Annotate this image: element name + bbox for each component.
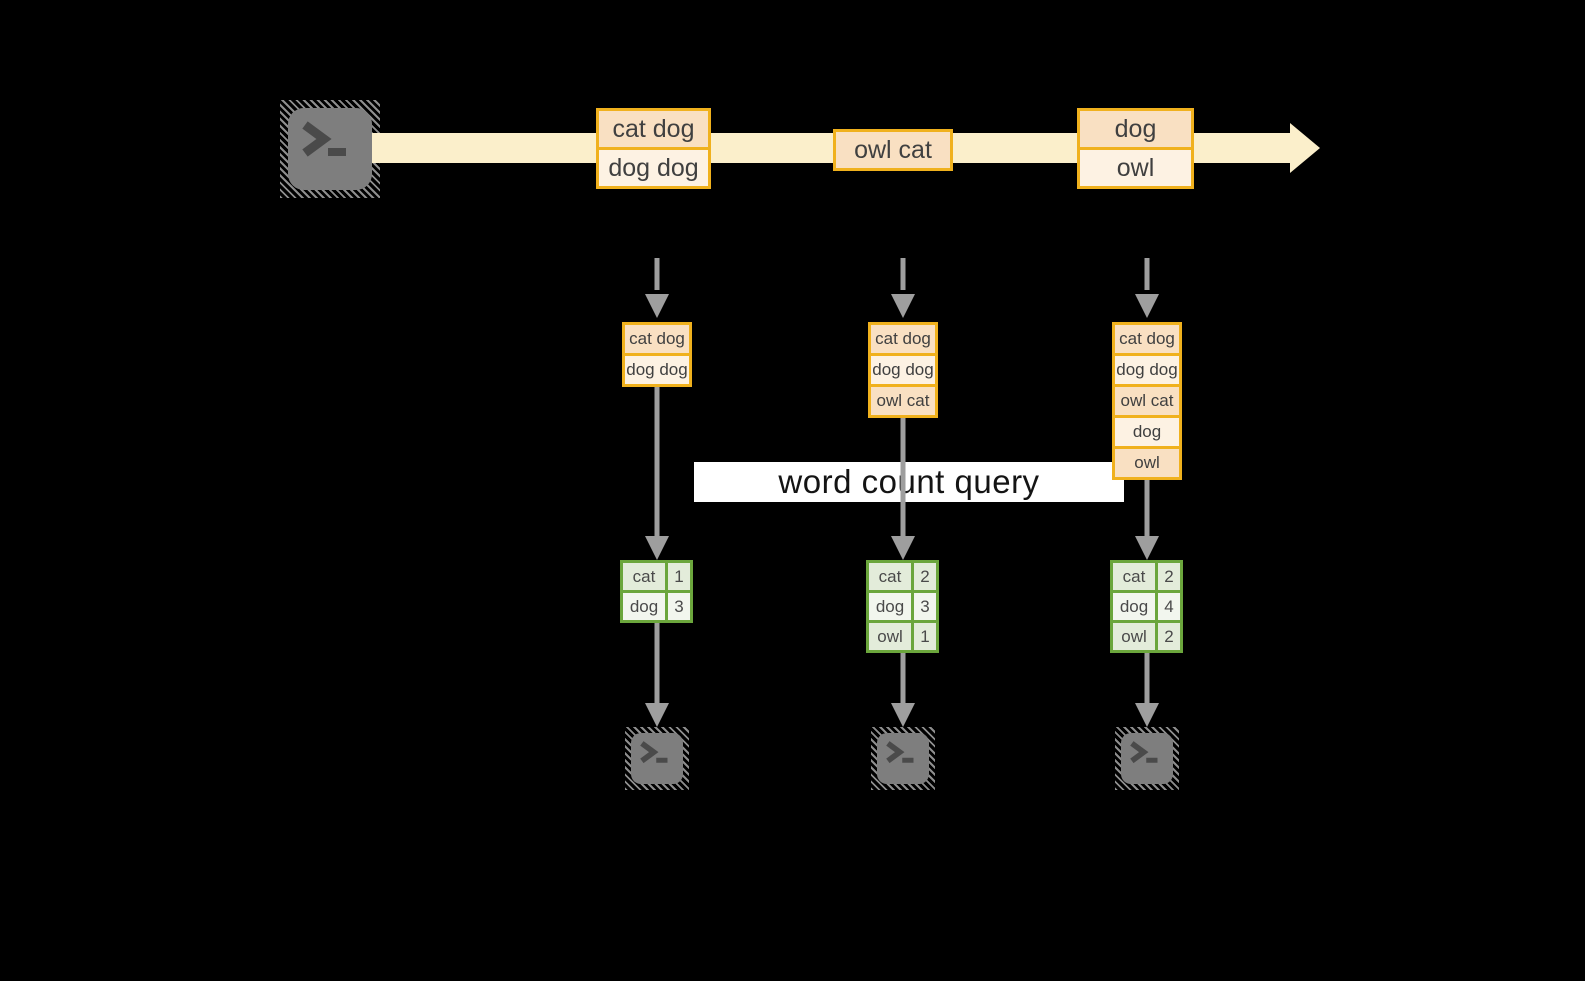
stack-line: owl cat — [1115, 387, 1179, 415]
terminal-prompt-icon — [302, 121, 346, 157]
query-label: word count query — [778, 463, 1040, 500]
arrow-table-to-sink-col1 — [654, 623, 660, 704]
terminal-window — [631, 733, 683, 784]
count-value: 3 — [668, 593, 690, 620]
stream-batch-2: owl cat — [833, 129, 953, 171]
sink-terminal-icon-1 — [625, 727, 689, 790]
stream-batch-3: dog owl — [1077, 108, 1194, 189]
stack-line: owl cat — [871, 387, 935, 415]
query-band: word count query — [694, 462, 1124, 502]
count-word: dog — [869, 593, 911, 620]
source-terminal-icon — [280, 100, 380, 198]
batch-line: owl — [1080, 150, 1191, 186]
arrowhead-col1-icon — [645, 536, 669, 560]
sink-arrowhead-col1-icon — [645, 703, 669, 727]
stack-line: cat dog — [1115, 325, 1179, 353]
count-value: 1 — [668, 563, 690, 590]
stack-line: cat dog — [625, 325, 689, 353]
input-stack-2: cat dog dog dog owl cat — [868, 322, 938, 418]
sink-terminal-icon-2 — [871, 727, 935, 790]
count-word: dog — [1113, 593, 1155, 620]
arrow-table-to-sink-col2 — [900, 653, 906, 704]
dashed-arrow-col2 — [900, 258, 906, 290]
arrowhead-col2-icon — [891, 536, 915, 560]
terminal-window — [288, 108, 372, 190]
arrow-table-to-sink-col3 — [1144, 653, 1150, 704]
arrow-stack-to-table-col2 — [900, 418, 906, 537]
stack-line: owl — [1115, 449, 1179, 477]
word-count-table-1: cat 1 dog 3 — [620, 560, 693, 623]
count-word: cat — [1113, 563, 1155, 590]
terminal-prompt-icon — [640, 741, 668, 764]
stack-line: dog — [1115, 418, 1179, 446]
terminal-window — [877, 733, 929, 784]
count-value: 2 — [914, 563, 936, 590]
arrow-stack-to-table-col1 — [654, 387, 660, 537]
arrowhead-col3-icon — [1135, 536, 1159, 560]
stream-arrowhead-icon — [1290, 123, 1320, 173]
count-value: 4 — [1158, 593, 1180, 620]
word-count-table-3: cat 2 dog 4 owl 2 — [1110, 560, 1183, 653]
batch-line: dog dog — [599, 150, 708, 186]
batch-line: owl cat — [836, 132, 950, 168]
count-word: dog — [623, 593, 665, 620]
dashed-arrow-col3 — [1144, 258, 1150, 290]
dashed-arrowhead-col2-icon — [891, 294, 915, 318]
arrow-stack-to-table-col3 — [1144, 480, 1150, 537]
count-value: 1 — [914, 623, 936, 650]
sink-terminal-icon-3 — [1115, 727, 1179, 790]
terminal-prompt-icon — [886, 741, 914, 764]
dashed-arrow-col1 — [654, 258, 660, 290]
count-value: 2 — [1158, 563, 1180, 590]
stack-line: dog dog — [625, 356, 689, 384]
stream-batch-1: cat dog dog dog — [596, 108, 711, 189]
word-count-table-2: cat 2 dog 3 owl 1 — [866, 560, 939, 653]
batch-line: dog — [1080, 111, 1191, 147]
dashed-arrowhead-col1-icon — [645, 294, 669, 318]
sink-arrowhead-col2-icon — [891, 703, 915, 727]
stack-line: cat dog — [871, 325, 935, 353]
input-stack-1: cat dog dog dog — [622, 322, 692, 387]
count-value: 3 — [914, 593, 936, 620]
terminal-window — [1121, 733, 1173, 784]
sink-arrowhead-col3-icon — [1135, 703, 1159, 727]
count-word: owl — [1113, 623, 1155, 650]
stack-line: dog dog — [1115, 356, 1179, 384]
stack-line: dog dog — [871, 356, 935, 384]
batch-line: cat dog — [599, 111, 708, 147]
count-value: 2 — [1158, 623, 1180, 650]
dashed-arrowhead-col3-icon — [1135, 294, 1159, 318]
count-word: cat — [623, 563, 665, 590]
count-word: owl — [869, 623, 911, 650]
terminal-prompt-icon — [1130, 741, 1158, 764]
input-stack-3: cat dog dog dog owl cat dog owl — [1112, 322, 1182, 480]
count-word: cat — [869, 563, 911, 590]
